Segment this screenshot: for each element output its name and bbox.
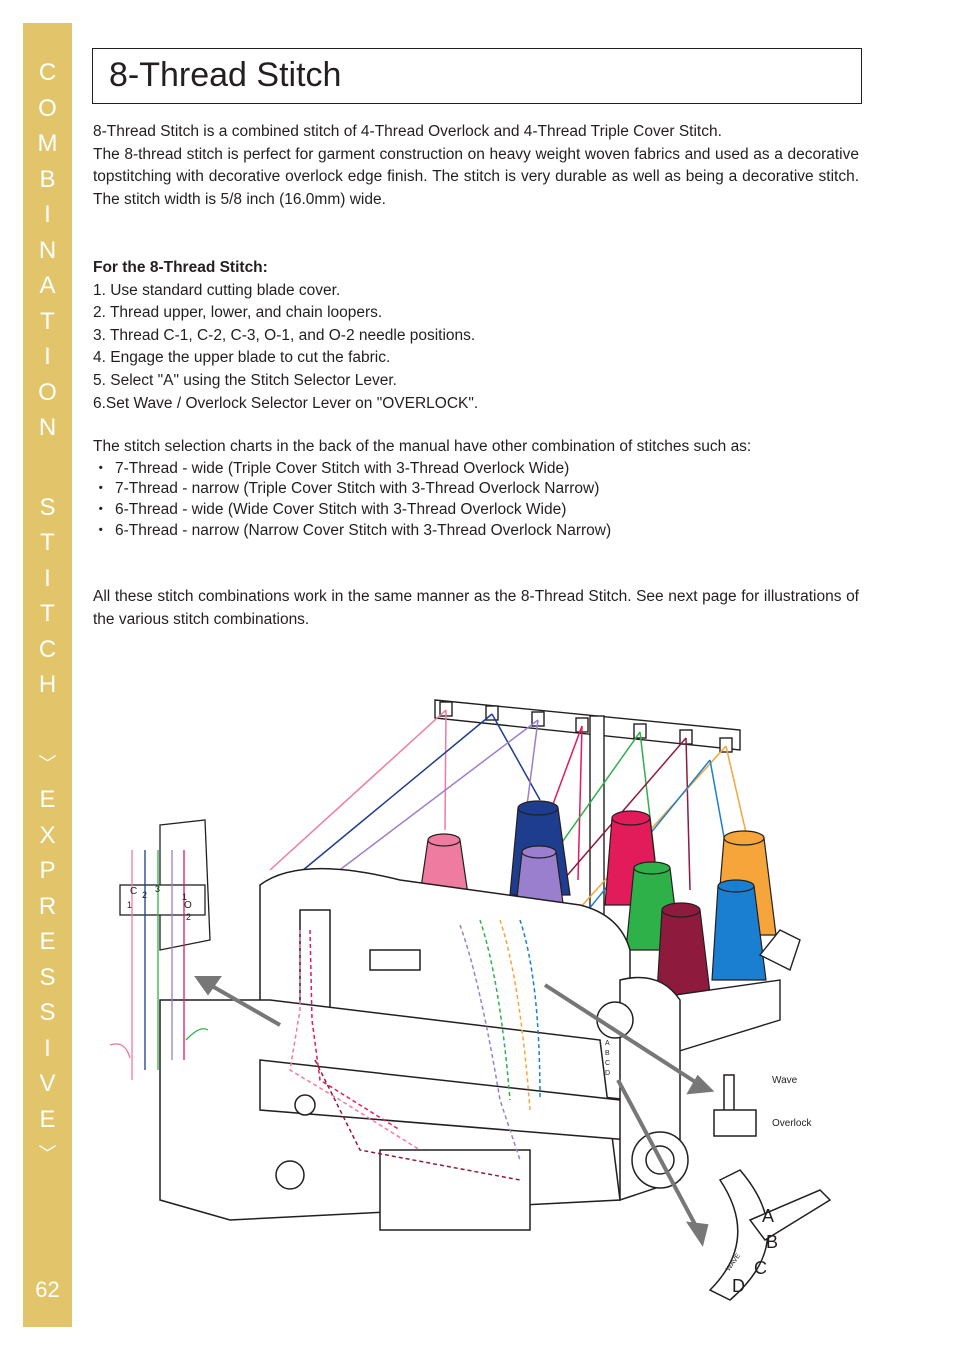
steps-section: For the 8-Thread Stitch: 1. Use standard… [93,257,859,415]
sidebar-letter: V [39,1070,56,1097]
sidebar-letter: C [38,59,57,86]
wave-overlock-lever [713,1074,757,1137]
sidebar-letter: C [38,635,57,663]
dial-letter-d: D [732,1276,745,1296]
combinations-intro: The stitch selection charts in the back … [93,438,752,455]
intro-section: 8-Thread Stitch is a combined stitch of … [93,121,859,211]
needle-label-c3: 3 [155,884,160,894]
thread-paths [269,709,751,931]
step-item: 5. Select "A" using the Stitch Selector … [93,371,397,389]
sidebar-letter: ﹀ [38,753,57,774]
combination-item: 6-Thread - narrow (Narrow Cover Stitch w… [93,521,859,542]
sidebar-letter: ﹀ [38,1144,57,1164]
sidebar-letter: O [38,94,57,122]
intro-paragraph: The 8-thread stitch is perfect for garme… [93,145,859,208]
combination-item: 7-Thread - narrow (Triple Cover Stitch w… [93,479,859,500]
machine-stitch-dial: A B C D [605,1040,610,1077]
combinations-list: 7-Thread - wide (Triple Cover Stitch wit… [93,459,859,542]
sidebar-letter: T [40,600,55,627]
dial-letter-b: B [766,1232,778,1252]
machine-dial-b: B [605,1050,610,1057]
sidebar-letter: S [39,999,56,1026]
serger-threading-illustration: A B C D C [100,680,860,1320]
needle-label-o1: 1 [182,892,187,902]
threading-routes [289,919,541,1181]
stitch-selector-dial [708,1169,832,1301]
sidebar-letter: I [44,343,51,370]
sidebar-letter: I [44,1034,51,1062]
machine-dial-c: C [605,1060,610,1067]
dial-letter-c: C [754,1258,767,1278]
closing-section: All these stitch combinations work in th… [93,586,859,631]
sidebar-letter: N [38,414,57,441]
sidebar-letter: T [40,307,55,335]
page-title-box: 8-Thread Stitch [92,48,862,104]
sidebar-letter: S [39,493,56,521]
sidebar-letter: T [40,529,55,556]
sidebar-letter: I [44,564,51,592]
needle-label-c2: 2 [142,890,147,900]
step-item: 3. Thread C-1, C-2, C-3, O-1, and O-2 ne… [93,326,476,344]
sidebar-letter: E [39,1105,56,1133]
step-item: 2. Thread upper, lower, and chain looper… [93,304,383,322]
machine-dial-d: D [605,1070,610,1077]
sidebar-letter: N [38,236,57,264]
dial-letter-a: A [762,1206,774,1226]
sidebar-letter: A [39,272,56,299]
lever-label-wave: Wave [772,1075,798,1086]
needle-position-labels: C 1 2 3 O 1 2 [127,884,192,922]
step-item: 4. Engage the upper blade to cut the fab… [93,349,391,367]
step-item: 6.Set Wave / Overlock Selector Lever on … [93,394,479,412]
sidebar-letter: S [39,963,56,991]
machine-body [159,867,689,1231]
sidebar-letter: X [39,821,56,849]
needle-closeup-threads [109,850,209,1080]
needle-label-c: C [130,886,137,897]
sidebar-letter: E [39,786,56,813]
sidebar-letter: P [39,857,56,884]
sidebar-letter: M [37,130,58,157]
thread-cones [417,800,777,1011]
needle-label-o: O [184,900,192,911]
page-title: 8-Thread Stitch [109,56,342,94]
combination-item: 7-Thread - wide (Triple Cover Stitch wit… [93,459,859,480]
callout-arrows [194,976,715,1247]
combinations-section: The stitch selection charts in the back … [93,436,859,541]
sidebar-letter: O [38,378,57,406]
sidebar-letter: R [38,892,57,920]
sidebar-letter: H [38,671,57,698]
sidebar-letter: B [39,165,56,193]
sidebar-letter: I [44,201,51,228]
needle-label-c1: 1 [127,900,132,910]
serger-illustration-svg: A B C D C [109,699,832,1301]
sidebar-letter: E [39,928,56,955]
closing-paragraph: All these stitch combinations work in th… [93,588,859,628]
steps-heading: For the 8-Thread Stitch: [93,259,268,276]
intro-line: 8-Thread Stitch is a combined stitch of … [93,123,722,140]
combination-item: 6-Thread - wide (Wide Cover Stitch with … [93,500,859,521]
lever-label-overlock: Overlock [772,1118,812,1129]
step-item: 1. Use standard cutting blade cover. [93,281,341,299]
needle-closeup [119,819,211,951]
page-number: 62 [35,1277,60,1302]
machine-dial-a: A [605,1040,610,1047]
needle-label-o2: 2 [186,912,191,922]
